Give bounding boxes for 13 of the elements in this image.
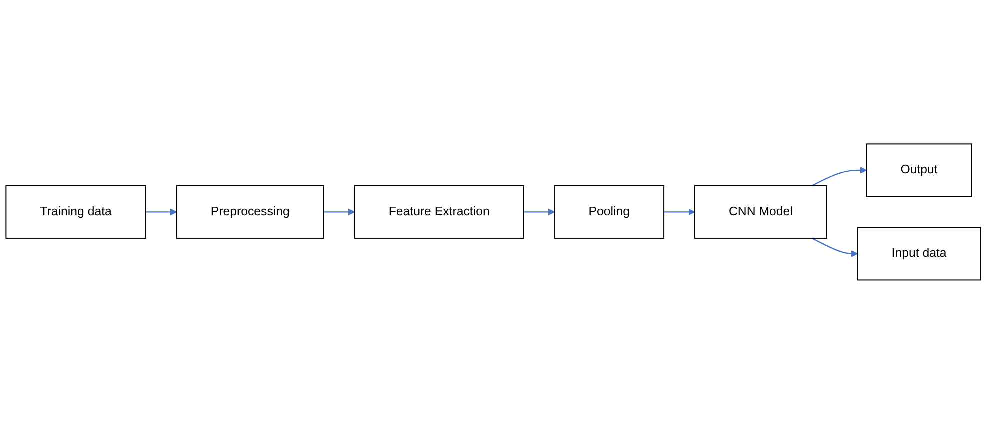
node-box: Training data bbox=[6, 186, 146, 240]
node-box: Pooling bbox=[554, 186, 665, 240]
node-box: Input data bbox=[857, 227, 982, 281]
arrow bbox=[812, 167, 868, 187]
node-box: Feature Extraction bbox=[354, 186, 524, 240]
node-box: Output bbox=[866, 144, 972, 198]
node-box: Preprocessing bbox=[176, 186, 324, 240]
arrow bbox=[324, 209, 356, 216]
arrow bbox=[146, 209, 178, 216]
arrow bbox=[524, 209, 556, 216]
arrow bbox=[812, 238, 858, 258]
node-box: CNN Model bbox=[694, 186, 828, 240]
arrow bbox=[664, 209, 696, 216]
